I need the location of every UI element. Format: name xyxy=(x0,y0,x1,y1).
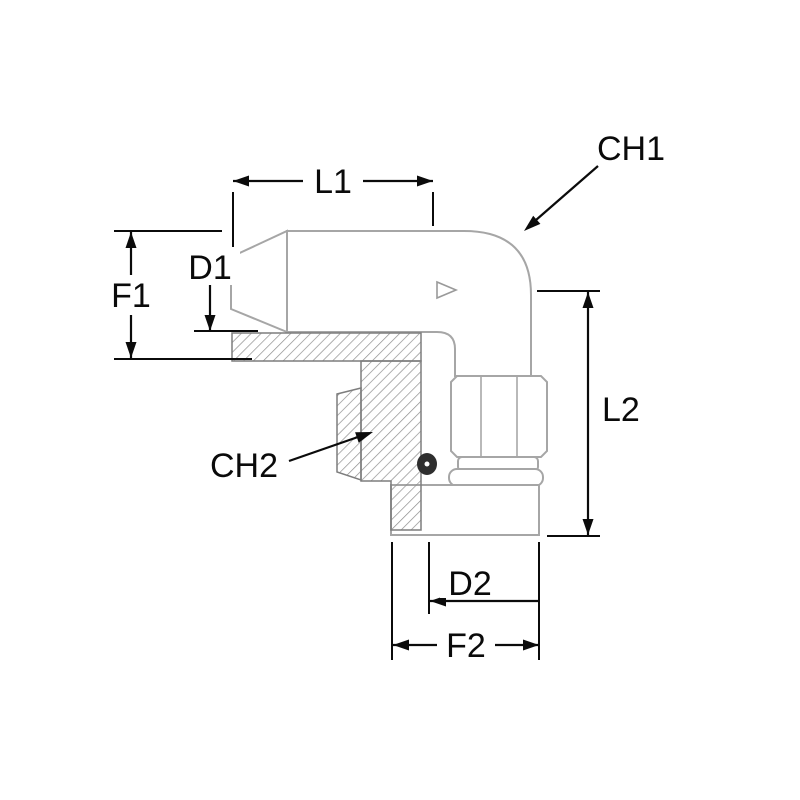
label-f1: F1 xyxy=(111,277,151,315)
section-wall-vertical xyxy=(360,360,422,531)
dimension-d2: D2 xyxy=(428,542,539,614)
dimension-l1: L1 xyxy=(232,161,434,251)
fitting-body-group xyxy=(230,229,548,536)
d2-arrow-left xyxy=(430,595,446,607)
d1-label-bg xyxy=(181,247,240,285)
elbow-body xyxy=(286,230,532,377)
label-ch2: CH2 xyxy=(210,447,278,485)
f1-arrow-bottom xyxy=(125,342,137,358)
ch2-arrowhead xyxy=(355,432,373,443)
dimension-l2: L2 xyxy=(537,290,640,537)
l1-arrow-left xyxy=(233,175,249,187)
label-l2: L2 xyxy=(602,391,640,429)
section-locknut xyxy=(336,387,362,482)
ch1-arrowhead xyxy=(524,215,541,231)
f2-arrow-right xyxy=(523,639,539,651)
section-wall-top xyxy=(231,332,422,362)
label-ch1: CH1 xyxy=(597,130,665,168)
ch2-leader-line xyxy=(288,435,359,463)
hex-nut xyxy=(450,375,548,458)
dimension-ch1: CH1 xyxy=(524,130,665,231)
d1-arrow-bottom xyxy=(204,315,216,331)
dimension-ch2: CH2 xyxy=(210,432,373,485)
label-f2: F2 xyxy=(446,627,486,665)
l2-arrow-bottom xyxy=(582,519,594,535)
flare-cone xyxy=(230,229,288,334)
dimension-d1: D1 xyxy=(181,247,258,332)
f1-label-bg xyxy=(102,275,160,315)
l2-arrow-top xyxy=(582,292,594,308)
ch1-leader-line xyxy=(535,165,599,221)
label-d2: D2 xyxy=(448,565,491,603)
f2-label-bg xyxy=(437,625,495,665)
f1-arrow-top xyxy=(125,232,137,248)
dimension-f1: F1 xyxy=(102,230,252,360)
cross-section-group xyxy=(231,332,437,531)
d2-label-bg xyxy=(440,564,500,598)
o-ring-center xyxy=(424,461,430,467)
dimension-f2: F2 xyxy=(391,542,540,665)
l1-arrow-right xyxy=(417,175,433,187)
brand-triangle-icon xyxy=(436,280,459,300)
label-l1: L1 xyxy=(314,163,352,201)
f2-arrow-left xyxy=(393,639,409,651)
l1-label-bg xyxy=(303,161,363,201)
label-d1: D1 xyxy=(188,249,231,287)
base-flange xyxy=(448,468,544,487)
